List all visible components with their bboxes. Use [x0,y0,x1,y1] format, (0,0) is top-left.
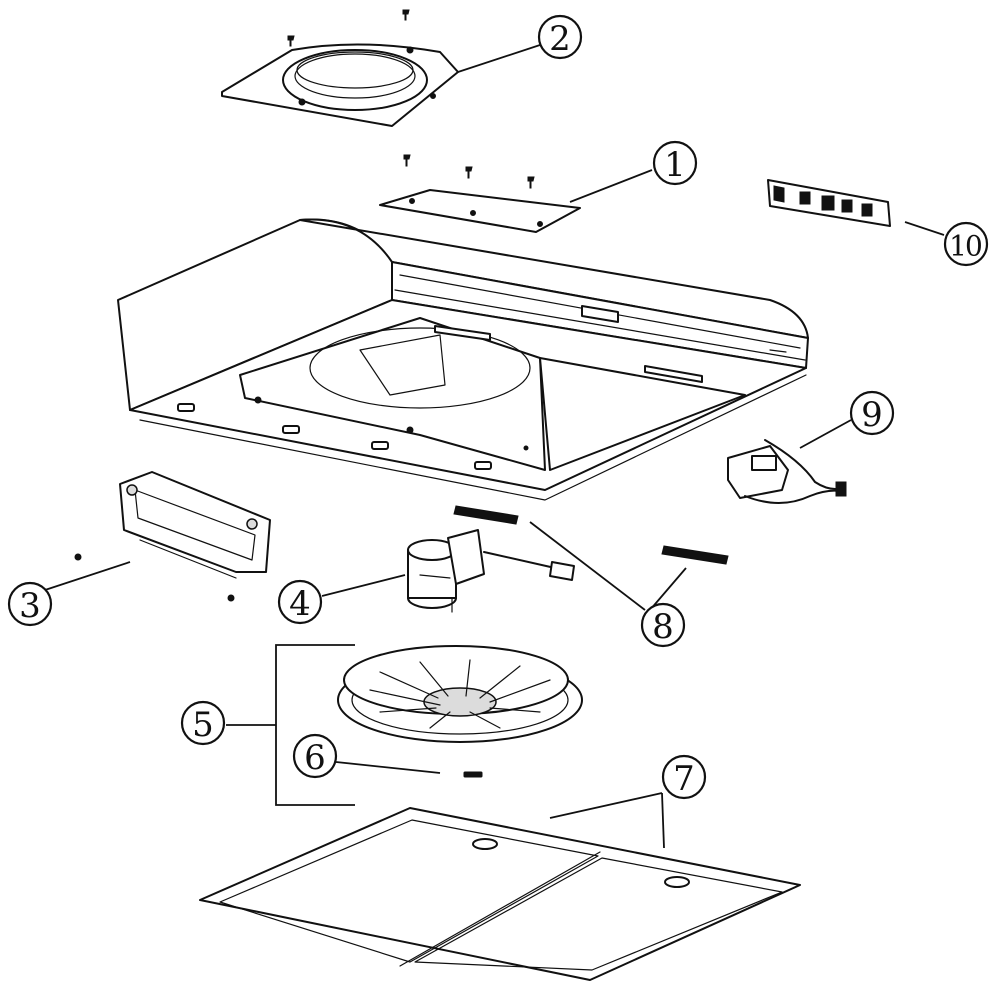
callout-4: 4 [277,579,323,625]
callout-1-label: 1 [664,145,686,185]
part-grease-filters [199,807,801,981]
part-light-socket [727,439,847,504]
callout-7: 7 [661,754,707,800]
callout-2-label: 2 [549,19,571,59]
callout-10: 10 [943,221,989,267]
callout-7-label: 7 [673,759,695,799]
part-light-housing [74,471,271,602]
callout-5-label: 5 [192,705,214,745]
callout-5: 5 [180,700,226,746]
part-filter-clips [453,505,729,565]
callout-1: 1 [652,140,698,186]
callout-4-label: 4 [289,584,311,624]
part-blower-wheel [337,645,583,778]
part-duct-collar-plate [221,9,459,127]
callout-6: 6 [292,733,338,779]
leader-lines [44,44,945,849]
callout-10-label: 10 [949,230,981,263]
callout-6-label: 6 [304,738,326,778]
callout-9: 9 [849,390,895,436]
part-control-board [767,179,891,227]
callout-8: 8 [640,602,686,648]
callout-2: 2 [537,14,583,60]
callout-3-label: 3 [19,586,41,626]
part-hood-body [117,218,809,501]
callout-8-label: 8 [652,607,674,647]
callout-3: 3 [7,581,53,627]
callout-9-label: 9 [861,395,883,435]
part-motor [407,529,575,613]
part-top-cover-plate [379,154,581,233]
